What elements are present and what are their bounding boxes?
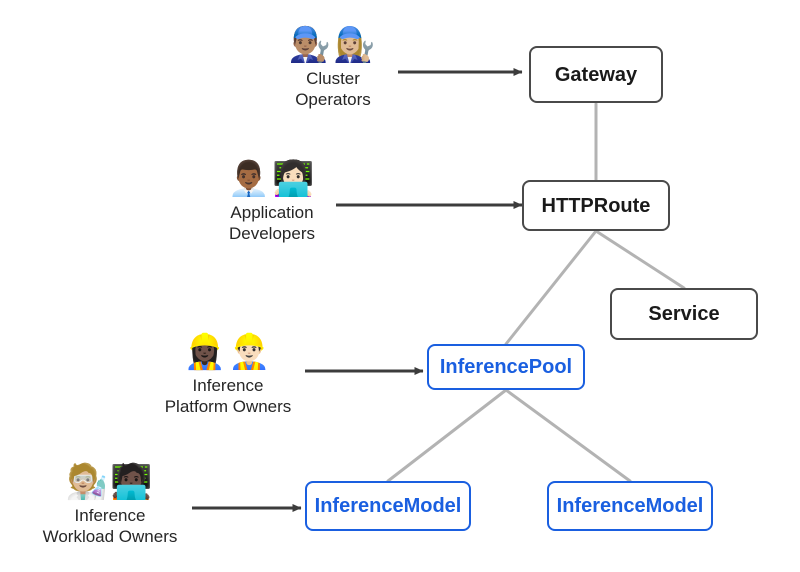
node-service-label: Service [648, 303, 720, 325]
node-inferencemodel-left-label: InferenceModel [314, 495, 462, 517]
inference-platform-owners-icons: 👷🏿‍♀️👷🏻‍♂️ [183, 332, 273, 372]
application-developers-label: Application Developers [229, 203, 315, 244]
node-inferencepool[interactable]: InferencePool [427, 344, 585, 390]
edge-inferencepool-inferencemodel-left [386, 388, 508, 483]
node-gateway-label: Gateway [554, 63, 638, 86]
node-inferencemodel-left[interactable]: InferenceModel [305, 481, 471, 531]
persona-inference-workload-owners: 🧑🏼‍🔬🧑🏿‍💻 Inference Workload Owners [10, 465, 210, 548]
edge-httproute-service [594, 229, 686, 290]
edge-httproute-inferencepool [504, 229, 598, 346]
inference-workload-owners-icons: 🧑🏼‍🔬🧑🏿‍💻 [65, 462, 155, 502]
node-inferencepool-label: InferencePool [439, 356, 573, 378]
node-service[interactable]: Service [610, 288, 758, 340]
node-inferencemodel-right-label: InferenceModel [556, 495, 704, 517]
edge-inferencepool-inferencemodel-right [504, 388, 632, 483]
node-gateway[interactable]: Gateway [529, 46, 663, 103]
inference-platform-owners-label: Inference Platform Owners [164, 376, 292, 417]
persona-application-developers: 👨🏾‍💼👩🏻‍💻 Application Developers [172, 162, 372, 245]
application-developers-icons: 👨🏾‍💼👩🏻‍💻 [227, 159, 317, 199]
inference-workload-owners-label: Inference Workload Owners [42, 506, 178, 547]
cluster-operators-icons: 👨🏽‍🔧👩🏼‍🔧 [288, 25, 378, 65]
persona-cluster-operators: 👨🏽‍🔧👩🏼‍🔧 Cluster Operators [233, 28, 433, 111]
node-httproute-label: HTTPRoute [541, 194, 651, 217]
node-httproute[interactable]: HTTPRoute [522, 180, 670, 231]
node-inferencemodel-right[interactable]: InferenceModel [547, 481, 713, 531]
persona-inference-platform-owners: 👷🏿‍♀️👷🏻‍♂️ Inference Platform Owners [128, 335, 328, 418]
cluster-operators-label: Cluster Operators [295, 69, 371, 110]
